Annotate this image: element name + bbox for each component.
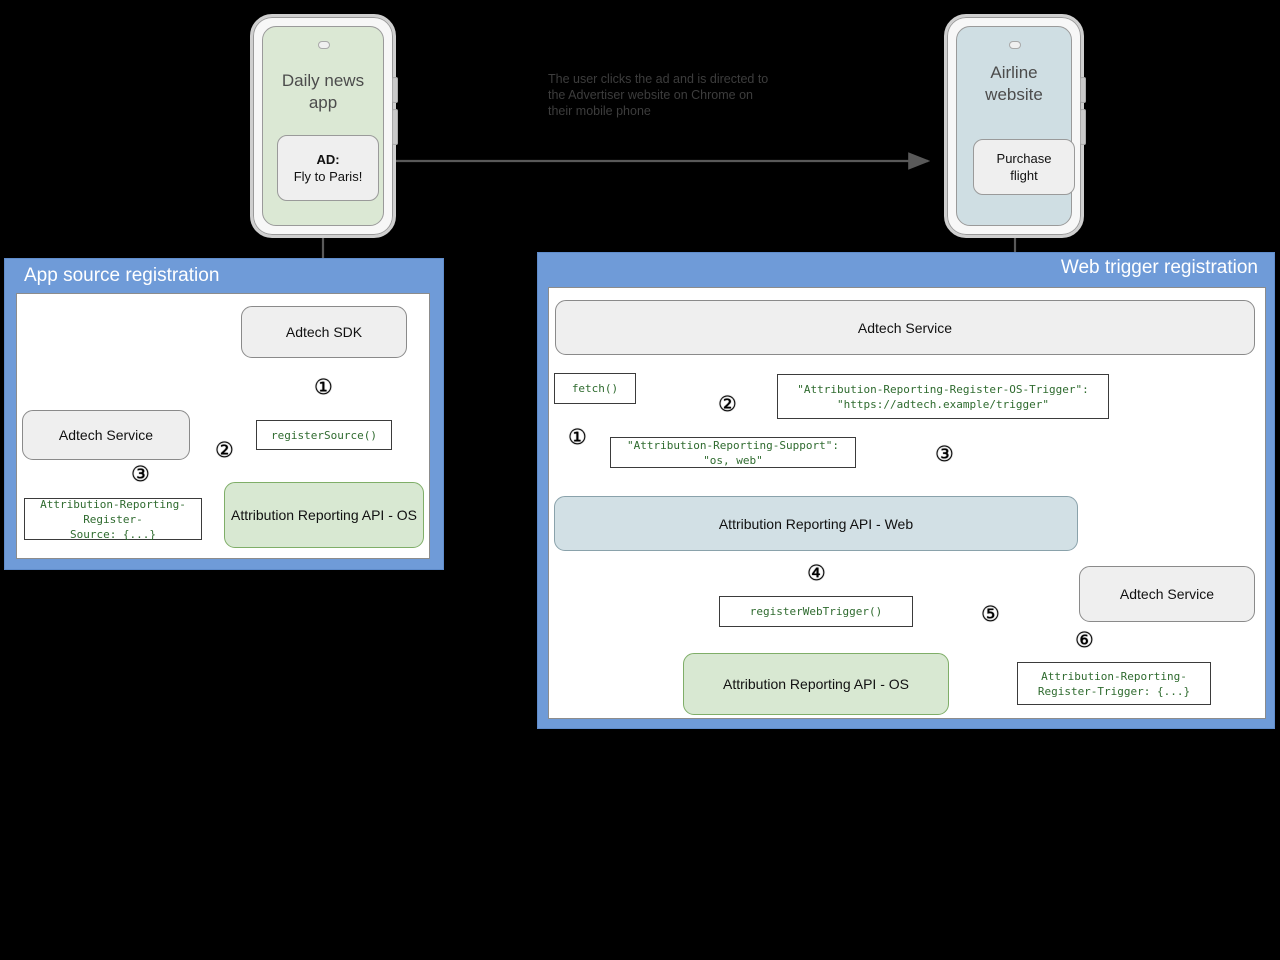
ad-card-text: Fly to Paris! [293, 169, 363, 184]
phone-airline-website: Airline website Purchase flight [944, 14, 1086, 238]
code-register-web-trigger: registerWebTrigger() [719, 596, 913, 627]
phone-screen-airline: Airline website Purchase flight [956, 26, 1075, 226]
daily-news-app-title: Daily news app [281, 71, 365, 112]
step-marker-right-1: ① [568, 425, 587, 449]
node-adtech-service-left[interactable]: Adtech Service [22, 410, 190, 460]
airline-website-title: Airline website [985, 63, 1043, 104]
phone-camera-notch-right [1009, 41, 1021, 49]
step-marker-right-3: ③ [935, 442, 954, 466]
code-support-header: "Attribution-Reporting-Support": "os, we… [610, 437, 856, 468]
code-fetch: fetch() [554, 373, 636, 404]
ad-card[interactable]: AD: Fly to Paris! [277, 135, 379, 201]
app-source-registration-title: App source registration [24, 265, 220, 286]
node-ar-api-web[interactable]: Attribution Reporting API - Web [554, 496, 1078, 551]
step-marker-right-4: ④ [807, 561, 826, 585]
step-marker-left-1: ① [314, 375, 333, 399]
flow-caption: The user clicks the ad and is directed t… [548, 72, 769, 118]
code-register-source-header: Attribution-Reporting-Register- Source: … [24, 498, 202, 541]
ad-card-label: AD: [316, 152, 340, 167]
code-register-source: registerSource() [256, 420, 392, 450]
node-ar-api-os-left[interactable]: Attribution Reporting API - OS [224, 482, 424, 548]
web-trigger-registration-title: Web trigger registration [1060, 257, 1258, 278]
step-marker-left-3: ③ [131, 462, 150, 486]
purchase-flight-card[interactable]: Purchase flight [973, 139, 1075, 195]
node-adtech-service-top-right[interactable]: Adtech Service [555, 300, 1255, 355]
phone-screen-daily-news: Daily news app AD: Fly to Paris! [262, 26, 384, 226]
phone-camera-notch [318, 41, 330, 49]
node-adtech-service-bottom-right[interactable]: Adtech Service [1079, 566, 1255, 622]
phone-side-button-upper [392, 77, 398, 103]
step-marker-right-6: ⑥ [1075, 628, 1094, 652]
step-marker-left-2: ② [215, 438, 234, 462]
phone-side-button-lower [392, 109, 398, 145]
phone-side-button-lower-right [1080, 109, 1086, 145]
node-ar-api-os-right[interactable]: Attribution Reporting API - OS [683, 653, 949, 715]
step-marker-right-2: ② [718, 392, 737, 416]
phone-daily-news: Daily news app AD: Fly to Paris! [250, 14, 398, 238]
node-adtech-sdk[interactable]: Adtech SDK [241, 306, 407, 358]
code-register-trigger-header: Attribution-Reporting- Register-Trigger:… [1017, 662, 1211, 705]
code-register-os-trigger: "Attribution-Reporting-Register-OS-Trigg… [777, 374, 1109, 419]
step-marker-right-5: ⑤ [981, 602, 1000, 626]
phone-side-button-upper-right [1080, 77, 1086, 103]
